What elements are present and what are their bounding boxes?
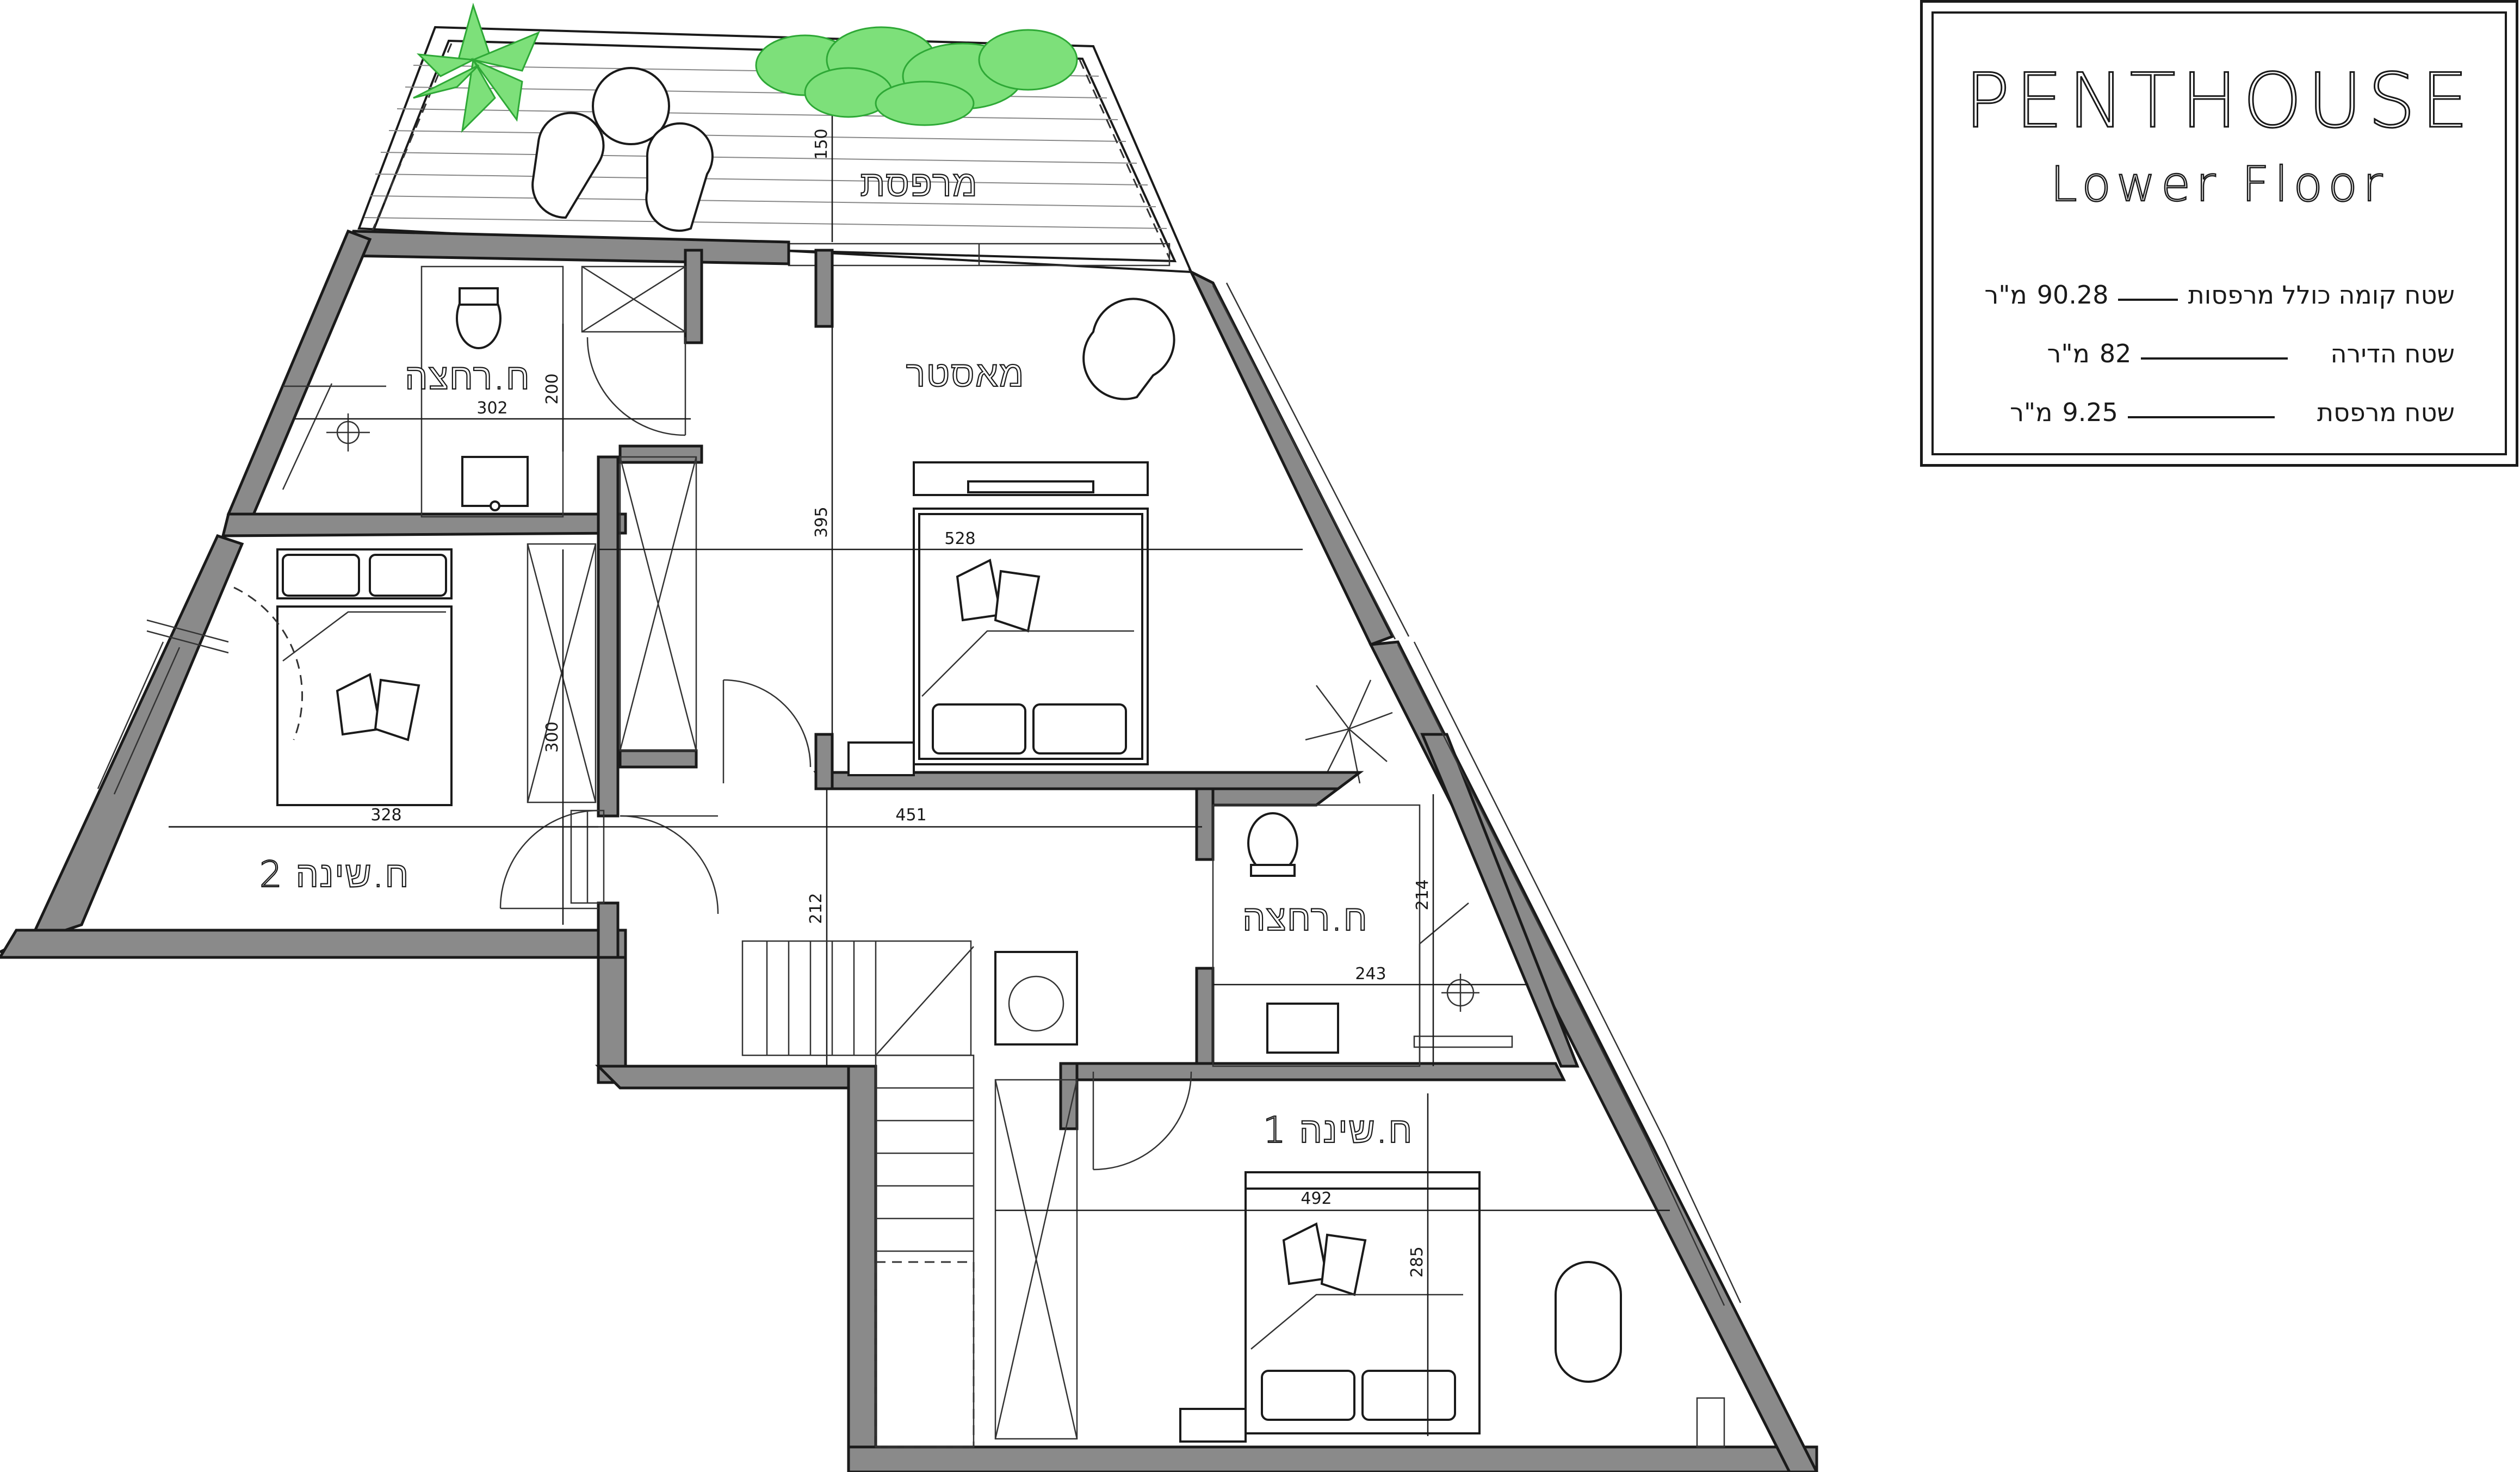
walls <box>0 229 1818 1472</box>
room-label-bedroom2: ח.שינה 2 <box>259 853 410 895</box>
sink-icon <box>461 456 529 507</box>
bathroom-top: 302 200 ח.רחצה <box>282 265 691 518</box>
floor-plan: 150 מרפסת <box>0 2 1818 1472</box>
master-armchair <box>1082 298 1175 400</box>
sink-icon-2 <box>1266 1003 1339 1054</box>
legend-row-total-area: שטח קומה כולל מרפסות 90.28 מ"ר <box>1984 280 2455 310</box>
legend-row-unit: מ"ר <box>2010 398 2053 427</box>
legend-row-label: שטח הדירה <box>2330 339 2455 368</box>
legend-row-unit: מ"ר <box>2047 339 2090 368</box>
dim-bath-right-width: 243 <box>1355 964 1386 984</box>
legend-underline <box>2141 357 2288 360</box>
legend-subtitle: Lower Floor <box>2050 156 2388 213</box>
room-label-bath-right: ח.רחצה <box>1243 897 1369 939</box>
balcony-chair-left <box>531 112 605 219</box>
plants-decoration <box>413 2 1393 784</box>
dim-bedroom2-depth: 300 <box>543 721 562 752</box>
corridor: 451 212 <box>169 789 1202 1448</box>
bedroom1-armchair <box>1555 1261 1622 1383</box>
dim-bedroom2-width: 328 <box>370 806 401 825</box>
dim-bedroom1-depth: 285 <box>1408 1246 1427 1277</box>
legend-row-label: שטח קומה כולל מרפסות <box>2188 280 2455 310</box>
dim-corridor-depth: 212 <box>807 893 826 924</box>
dim-bath-top-width: 302 <box>476 399 507 418</box>
legend-underline <box>2127 416 2275 418</box>
room-label-master: מאסטר <box>906 353 1025 395</box>
master-bedroom: 395 528 מאסטר <box>598 269 1303 783</box>
balcony-area: 150 מרפסת <box>357 26 1193 274</box>
balcony-table <box>592 67 670 145</box>
legend-box: PENTHOUSE Lower Floor שטח קומה כולל מרפס… <box>1920 0 2518 467</box>
dim-bath-right-depth: 214 <box>1413 879 1432 910</box>
bathroom-right: 243 214 ח.רחצה <box>1212 794 1528 1067</box>
balcony-chair-right <box>645 122 714 232</box>
legend-row-value: 9.25 <box>2062 398 2118 427</box>
legend-row-unit: מ"ר <box>1984 280 2027 310</box>
legend-inner-frame: PENTHOUSE Lower Floor שטח קומה כולל מרפס… <box>1931 11 2507 455</box>
legend-row-balcony-area: שטח מרפסת 9.25 מ"ר <box>2010 398 2455 427</box>
legend-row-value: 90.28 <box>2036 280 2109 310</box>
dim-bedroom1-width: 492 <box>1301 1189 1332 1208</box>
legend-row-apartment-area: שטח הדירה 82 מ"ר <box>2047 339 2455 368</box>
dim-master-width: 528 <box>944 529 975 548</box>
dim-balcony-depth: 150 <box>812 128 831 159</box>
dim-master-depth: 395 <box>812 506 831 537</box>
room-label-bedroom1: ח.שינה 1 <box>1263 1109 1413 1151</box>
legend-row-value: 82 <box>2099 339 2132 368</box>
staircase <box>741 940 972 1056</box>
dim-corridor-width: 451 <box>895 806 926 825</box>
legend-row-label: שטח מרפסת <box>2317 398 2455 427</box>
bedroom-2: 328 300 ח.שינה 2 <box>146 543 599 925</box>
dim-bath-top-depth: 200 <box>543 373 562 404</box>
room-label-balcony: מרפסת <box>860 163 978 205</box>
legend-underline <box>2118 299 2178 301</box>
room-label-bath-top: ח.רחצה <box>405 356 531 398</box>
legend-title: PENTHOUSE <box>1964 57 2474 146</box>
bedroom-1: 492 285 ח.שינה 1 <box>995 1071 1725 1448</box>
